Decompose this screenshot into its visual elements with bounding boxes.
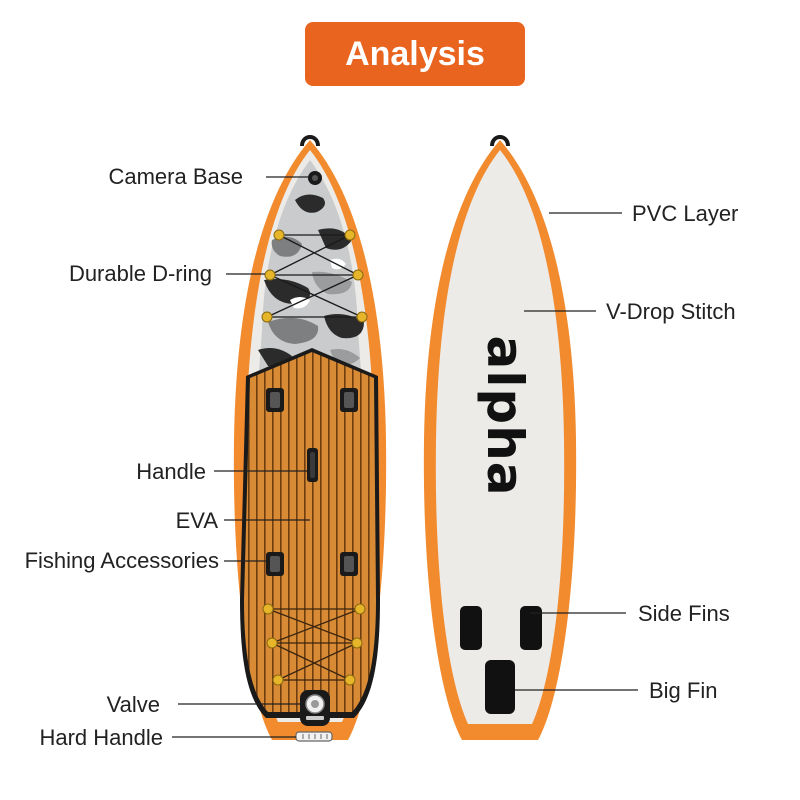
label-durable-d-ring: Durable D-ring [69, 261, 212, 286]
label-fishing-accessories: Fishing Accessories [25, 548, 219, 573]
d-ring-icon [351, 637, 363, 649]
label-big-fin: Big Fin [649, 678, 717, 703]
leader-lines [172, 176, 638, 738]
label-pvc-layer: PVC Layer [632, 201, 738, 226]
d-ring-icon [356, 311, 368, 323]
left-board [233, 135, 387, 742]
side-fin-right [520, 606, 542, 650]
label-camera-base: Camera Base [108, 164, 243, 189]
rear-bungee-cords [267, 608, 361, 681]
d-ring-icon [354, 603, 366, 615]
right-board-body [435, 150, 565, 724]
nose-handle-icon [300, 135, 320, 147]
d-ring-icon [344, 229, 356, 241]
d-ring-icon [344, 674, 356, 686]
front-bungee-cords [266, 234, 363, 318]
d-ring-icon [272, 674, 284, 686]
front-d-rings [261, 229, 368, 323]
brand-logo: alpha [476, 335, 534, 496]
page-title: Analysis [345, 34, 485, 73]
big-fin [485, 660, 515, 714]
label-v-drop-stitch: V-Drop Stitch [606, 299, 736, 324]
d-ring-icon [266, 637, 278, 649]
d-ring-icon [273, 229, 285, 241]
label-handle: Handle [136, 459, 206, 484]
d-ring-icon [352, 269, 364, 281]
label-eva: EVA [176, 508, 219, 533]
tail-handle-icon [490, 135, 510, 147]
d-ring-icon [261, 311, 273, 323]
camo-section [258, 160, 364, 385]
label-side-fins: Side Fins [638, 601, 730, 626]
d-ring-icon [264, 269, 276, 281]
side-fin-left [460, 606, 482, 650]
d-ring-icon [262, 603, 274, 615]
eva-pad [244, 352, 376, 712]
label-valve: Valve [107, 692, 160, 717]
title-badge: Analysis [305, 22, 525, 86]
right-board: alpha [423, 135, 577, 740]
label-hard-handle: Hard Handle [39, 725, 163, 750]
rear-d-rings [262, 603, 366, 686]
